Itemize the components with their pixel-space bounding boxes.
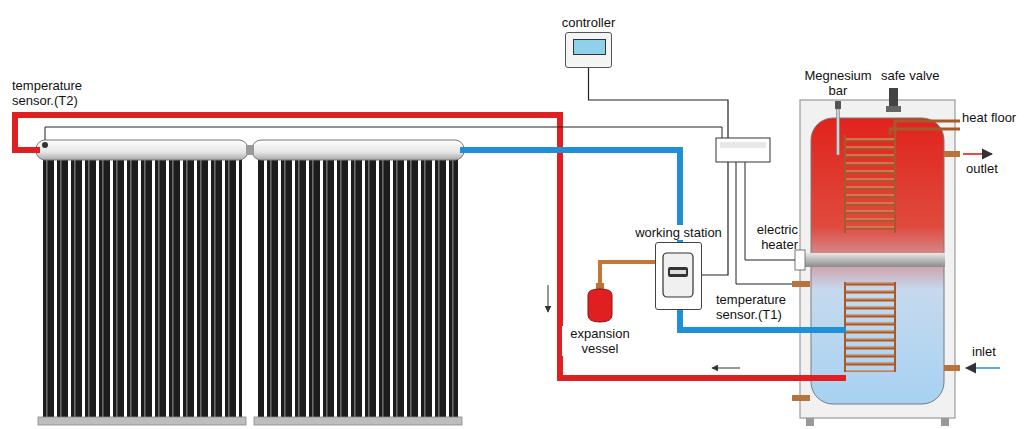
electric-heater [795, 250, 945, 270]
hot-pipe [15, 115, 846, 378]
display-screen [573, 39, 606, 55]
node-label: controller [560, 15, 617, 30]
magnesium-bar [835, 101, 841, 155]
cold-pipe [460, 150, 846, 330]
part-label: temperature sensor.(T1) [716, 292, 802, 322]
part-label: Megnesium bar [796, 68, 880, 98]
node-label: working station [633, 225, 724, 240]
expansion-pipe [600, 262, 655, 283]
heat-floor-pipes [890, 121, 960, 135]
temperature-sensor [42, 142, 48, 148]
part-label: temperature sensor.(T2) [12, 78, 104, 108]
part-label: outlet [966, 161, 1016, 176]
pipe-stubs [792, 151, 960, 401]
working-station-box: working station [655, 242, 702, 310]
part-label: inlet [972, 344, 1012, 359]
solar-collector [246, 140, 464, 425]
node-label: expansion vessel [562, 326, 638, 356]
part-label: safe valve [881, 68, 951, 83]
sensor-wire [45, 127, 722, 140]
junction-box [716, 138, 770, 162]
flow-arrow [712, 368, 740, 369]
inlet-arrow [966, 367, 1000, 369]
safe-valve [886, 88, 901, 112]
part-label: electric heater [748, 222, 798, 252]
outlet-arrow [963, 153, 992, 155]
part-label: heat floor [962, 110, 1024, 125]
vessel-shape [585, 283, 615, 323]
solar-collector [36, 140, 248, 425]
controller-box: controller [565, 32, 612, 68]
flow-arrow [548, 285, 549, 312]
pump-unit [656, 243, 700, 308]
expansion-vessel: expansion vessel [585, 283, 615, 323]
